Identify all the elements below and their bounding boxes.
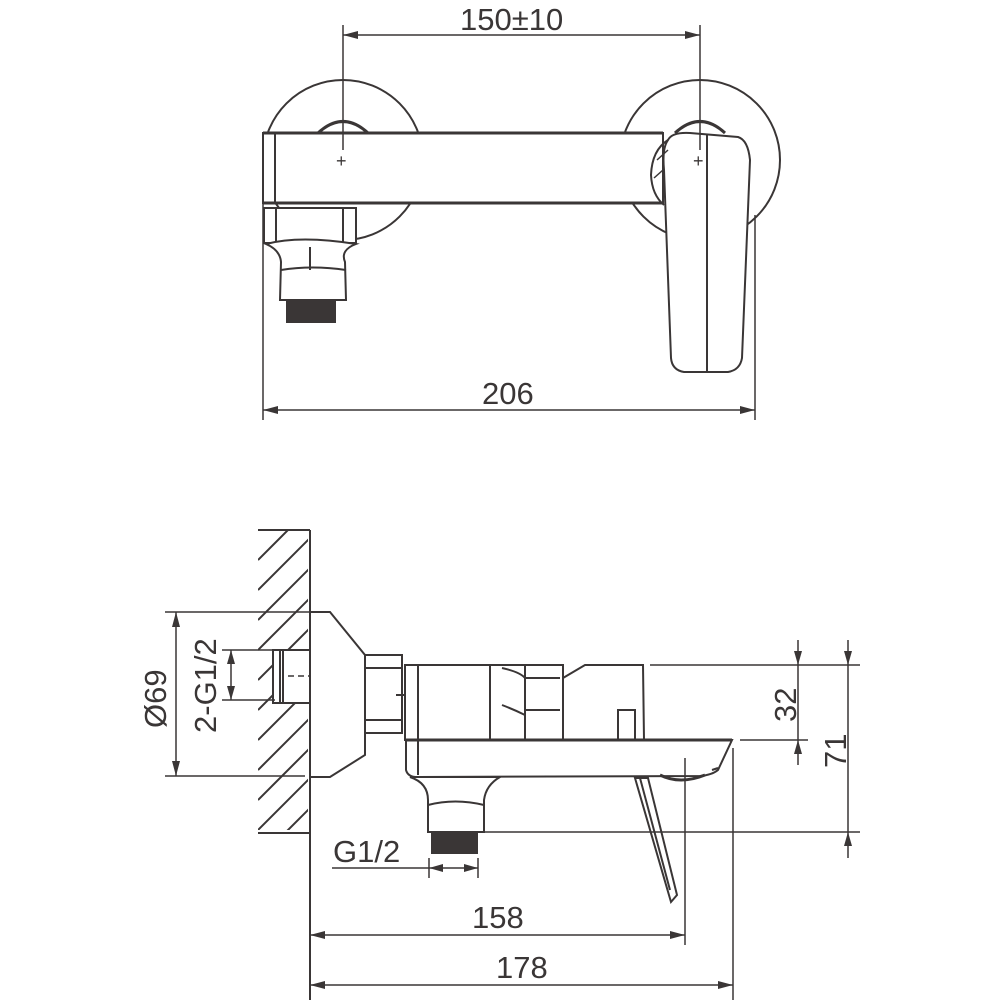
dim-body-height: 32 [768,688,803,722]
dim-escutcheon-diameter: Ø69 [138,669,173,728]
mixer-body [262,132,664,204]
dim-overall-width: 206 [482,376,534,411]
dim-inlet-thread: 2-G1/2 [188,638,223,733]
dim-overall-depth: 178 [496,950,548,985]
side-view: Ø69 2-G1/2 G1/2 32 71 158 [138,529,860,1000]
top-view: + + 150±10 206 [262,2,781,420]
svg-text:+: + [336,151,347,171]
dim-outlet-thread: G1/2 [333,834,400,869]
side-outlet-thread [431,832,478,854]
svg-text:+: + [693,151,704,171]
side-escutcheon [309,611,366,778]
side-spout [405,739,734,779]
dim-overall-height: 71 [818,734,853,768]
top-outlet-nut [263,207,357,244]
wall-hatch [258,530,308,830]
dim-spout-projection: 158 [472,900,524,935]
dim-center-distance: 150±10 [460,2,563,37]
side-mixer-body [404,664,564,741]
top-outlet-thread [286,300,336,323]
